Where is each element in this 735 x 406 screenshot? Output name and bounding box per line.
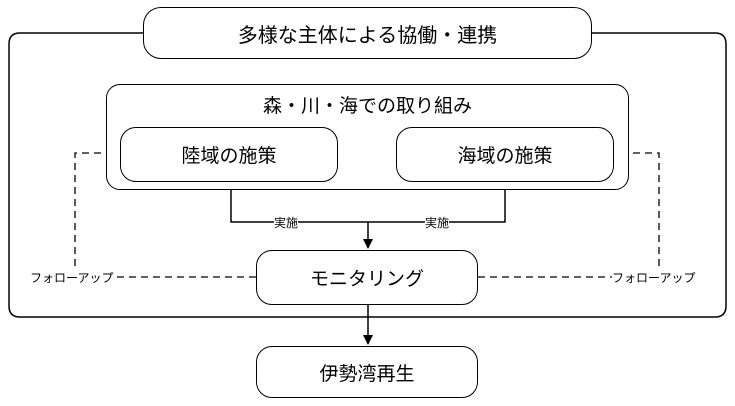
- right-followup-label: フォローアップ: [612, 271, 696, 285]
- sea-implement-label: 実施: [425, 216, 450, 230]
- sea-measures-label: 海域の施策: [457, 145, 553, 167]
- land-implement-label: 実施: [274, 216, 299, 230]
- collaboration-box: 多様な主体による協働・連携: [143, 7, 592, 59]
- result-box: 伊勢湾再生: [256, 346, 478, 398]
- result-label: 伊勢湾再生: [319, 362, 415, 385]
- monitoring-label: モニタリング: [309, 268, 424, 290]
- sea-measures-box: 海域の施策: [396, 127, 614, 182]
- initiatives-title: 森・川・海での取り組み: [262, 95, 472, 117]
- right-followup-line: [478, 148, 660, 278]
- left-followup-line: [74, 148, 256, 278]
- land-implement-line: [230, 182, 368, 223]
- land-measures-box: 陸域の施策: [120, 127, 338, 182]
- sea-implement-line: [368, 182, 506, 223]
- collaboration-label: 多様な主体による協働・連携: [237, 22, 498, 47]
- land-measures-label: 陸域の施策: [181, 145, 277, 167]
- left-followup-label: フォローアップ: [30, 271, 114, 285]
- monitoring-box: モニタリング: [256, 250, 478, 305]
